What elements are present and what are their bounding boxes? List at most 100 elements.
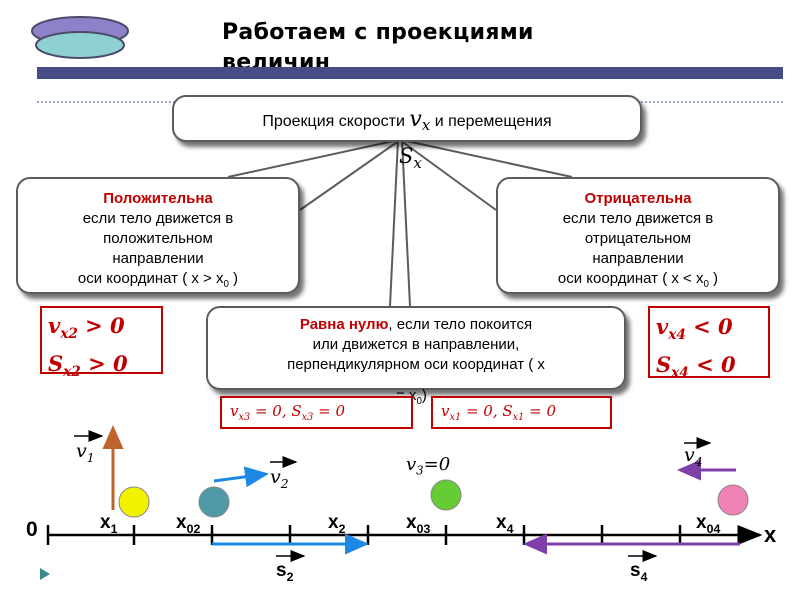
x1-main: x xyxy=(100,512,111,533)
negative-condition: оси координат ( x < x xyxy=(557,270,704,287)
negative-line-4: оси координат ( x < x0 ) xyxy=(498,269,778,295)
velocity-arrow-v2 xyxy=(213,466,269,488)
v3-sub: 3 xyxy=(416,463,424,478)
x02-main: x xyxy=(176,512,187,533)
marker-x4: x4 xyxy=(496,512,513,536)
f3-v: v xyxy=(230,402,239,420)
f2-v-sub: x2 xyxy=(60,326,78,343)
formula-box-2: vx2 > 0 Sx2 > 0 xyxy=(40,306,163,380)
v1-main: v xyxy=(76,440,87,462)
label-v3: v3=0 xyxy=(406,454,450,478)
s-subscript: x xyxy=(413,154,422,173)
f1-v-sub: x1 xyxy=(449,412,462,423)
formula-box-4: vx4 < 0 Sx4 < 0 xyxy=(648,306,770,382)
v-subscript: x xyxy=(421,116,431,135)
f3-s-sub: x3 xyxy=(301,412,314,423)
ball-yellow xyxy=(118,486,150,518)
f3-s: S xyxy=(291,402,302,420)
f2-v: v xyxy=(48,313,61,338)
x03-sub: 03 xyxy=(416,521,431,536)
label-v4: v4 xyxy=(684,444,703,469)
f4-s-sub: x4 xyxy=(671,365,689,382)
label-s4: s4 xyxy=(630,560,647,584)
center-text-before: Проекция скорости xyxy=(262,113,410,130)
x04-sub: 04 xyxy=(706,521,721,536)
center-text-after: и перемещения xyxy=(434,113,552,130)
f2-v-rel: > 0 xyxy=(77,313,125,338)
f4-v-sub: x4 xyxy=(668,327,686,344)
x1-sub: 1 xyxy=(110,521,118,536)
v4-sub: 4 xyxy=(694,454,703,469)
decorative-ellipse-logo xyxy=(31,16,129,59)
zero-heading: Равна нулю xyxy=(299,316,389,333)
s4-main: s xyxy=(630,560,641,581)
positive-line-3: направлении xyxy=(112,250,204,267)
f1-end: = 0 xyxy=(524,402,557,420)
x4-sub: 4 xyxy=(506,521,514,536)
marker-x1: x1 xyxy=(100,512,117,536)
negative-line-2: отрицательном xyxy=(584,230,692,247)
f4-v: v xyxy=(656,314,669,339)
ball-pink xyxy=(717,484,749,516)
v2-main: v xyxy=(270,466,281,488)
negative-line-1: если тело движется в xyxy=(562,210,714,227)
positive-line-1: если тело движется в xyxy=(82,210,234,227)
negative-case-box: Отрицательна если тело движется в отрица… xyxy=(496,177,780,294)
zero-line-3: перпендикулярном оси координат ( x xyxy=(287,356,545,373)
s2-sub: 2 xyxy=(286,569,294,584)
marker-x04: x04 xyxy=(696,512,720,536)
f4-s-rel: < 0 xyxy=(688,352,736,378)
f2-s-rel: > 0 xyxy=(80,351,128,377)
v3-suffix: =0 xyxy=(423,454,451,475)
f1-s-sub: x1 xyxy=(512,412,525,423)
positive-heading: Положительна xyxy=(103,190,213,207)
formula-box-1: vx1 = 0, Sx1 = 0 xyxy=(431,396,612,429)
marker-x02: x02 xyxy=(176,512,200,536)
x4-main: x xyxy=(496,512,507,533)
positive-condition-sub: 0 xyxy=(223,279,229,290)
f1-mid: = 0, xyxy=(461,402,503,420)
marker-x2: x2 xyxy=(328,512,345,536)
label-s2: s2 xyxy=(276,560,293,584)
axis-origin-label: 0 xyxy=(26,518,38,541)
label-v2: v2 xyxy=(270,466,289,491)
x02-sub: 02 xyxy=(186,521,201,536)
x2-main: x xyxy=(328,512,339,533)
f3-v-sub: x3 xyxy=(238,412,251,423)
f2-s: S xyxy=(48,351,64,377)
formula-box-3: vx3 = 0, Sx3 = 0 xyxy=(220,396,413,429)
s-symbol-label: Sx xyxy=(399,144,422,172)
f2-s-sub: x2 xyxy=(63,364,81,381)
zero-condition-sub: 0 xyxy=(416,396,422,407)
f3-mid: = 0, xyxy=(250,402,292,420)
zero-line-2: или движется в направлении, xyxy=(312,336,520,353)
zero-case-box: Равна нулю, если тело покоится или движе… xyxy=(206,306,626,390)
negative-line-3: направлении xyxy=(592,250,684,267)
axis-name-label: x xyxy=(764,522,777,547)
v-symbol: v xyxy=(409,107,422,132)
x2-sub: 2 xyxy=(338,521,346,536)
negative-condition-sub: 0 xyxy=(703,279,709,290)
zero-line-1: Равна нулю, если тело покоится xyxy=(208,315,624,335)
x04-main: x xyxy=(696,512,707,533)
label-v1: v1 xyxy=(76,440,95,465)
x03-main: x xyxy=(406,512,417,533)
s-symbol: S xyxy=(399,144,414,168)
f1-s: S xyxy=(502,402,513,420)
positive-case-box: Положительна если тело движется в положи… xyxy=(16,177,300,294)
v3-main: v xyxy=(406,454,417,475)
ball-teal xyxy=(198,486,230,518)
negative-condition-end: ) xyxy=(708,270,719,287)
v4-main: v xyxy=(684,444,695,466)
s2-main: s xyxy=(276,560,287,581)
positive-line-2: положительном xyxy=(103,230,213,247)
next-slide-triangle xyxy=(40,568,50,580)
title-divider-bar xyxy=(37,67,783,79)
velocity-displacement-box: Проекция скорости vx и перемещения xyxy=(172,95,642,142)
marker-x03: x03 xyxy=(406,512,430,536)
s4-sub: 4 xyxy=(640,569,648,584)
v1-sub: 1 xyxy=(86,450,95,465)
ball-green xyxy=(430,479,462,511)
